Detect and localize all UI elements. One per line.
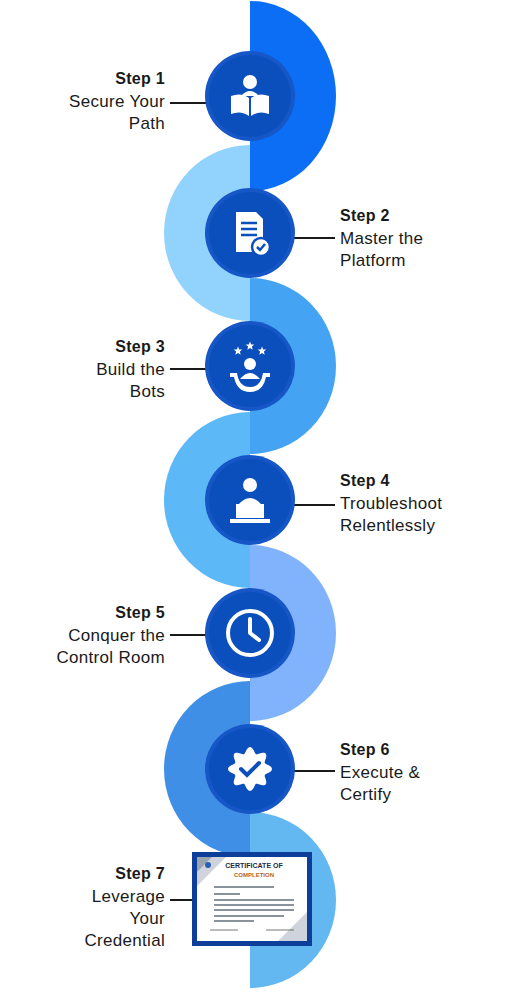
icon-laptop-base [230,519,270,523]
certificate-text-line [214,915,284,917]
circle-ring [205,321,295,411]
step-number: Step 3 [70,335,165,359]
icon-laptop [236,504,264,518]
icon-star [258,347,267,355]
step-label: Step 6Execute & Certify [340,738,445,806]
icon-check-badge [252,238,270,256]
step-circle: Step 2Master the Platform [205,188,295,278]
step-circle: Step 4Troubleshoot Relentlessly [205,455,295,545]
leader-line [294,237,335,239]
icon-book [251,94,269,116]
circle-fill [209,325,291,407]
icon-text-line [241,228,257,231]
icon-gear [230,373,270,392]
node-shape [205,188,295,278]
step-label: Step 4Troubleshoot Relentlessly [340,469,465,537]
leader-line [170,102,206,104]
certificate-text-line [214,899,294,901]
icon-badge [228,747,272,791]
leader-line [170,368,206,370]
certificate-corner [197,857,226,886]
step-number: Step 2 [340,204,452,228]
icon-check [241,763,259,775]
certificate-text: CERTIFICATE OF [225,862,282,870]
step-title: Secure Your Path [53,91,165,135]
leader-line [294,770,335,772]
circle-fill [209,55,291,137]
signature-line [210,930,238,931]
certificate-frame [192,852,312,946]
step-label: Step 5Conquer the Control Room [40,601,165,669]
step-circle: Step 3Build the Bots [205,321,295,411]
circle-ring [205,724,295,814]
step-circle: Step 6Execute & Certify [205,724,295,814]
icon-clock-face [228,611,272,655]
step-circle: Step 5Conquer the Control Room [205,588,295,678]
icon-text-line [241,222,257,225]
circle-fill [209,192,291,274]
icon-shoulders [240,373,260,379]
certificate-text-line [214,904,294,906]
step-number: Step 1 [53,67,165,91]
icon-head [243,75,257,89]
step-title: Conquer the Control Room [40,625,165,669]
certificate-text-line [214,920,254,922]
step-icon [228,747,272,791]
step-number: Step 5 [40,601,165,625]
node-shape [205,321,295,411]
node-shape [205,588,295,678]
leader-line [170,899,193,901]
icon-book [231,94,249,116]
icon-head [244,358,256,370]
certificate-text-line [214,909,294,911]
step-label: Step 1Secure Your Path [53,67,165,135]
step-number: Step 7 [65,862,165,886]
step-title: Execute & Certify [340,762,445,806]
circle-ring [205,51,295,141]
icon-shoulders [238,498,262,505]
icon-text-line [241,234,257,237]
certificate-text-line [214,886,274,888]
icon-head [243,478,257,492]
step-title: Leverage Your Credential [65,886,165,952]
step-icon [231,75,269,116]
node-shape [205,724,295,814]
leader-line [294,504,335,506]
certificate-text: COMPLETION [234,871,274,879]
step-icon [228,611,272,655]
circle-fill [209,459,291,541]
icon-check [257,244,265,250]
step-number: Step 6 [340,738,445,762]
icon-clock-hands [250,619,259,640]
step-icon [236,212,270,256]
step-icon [230,478,270,523]
step-circle: Step 1Secure Your Path [205,51,295,141]
step-label: Step 7Leverage Your Credential [65,862,165,952]
certificate-paper [197,857,307,941]
step-number: Step 4 [340,469,465,493]
circle-fill [209,728,291,810]
leader-line [170,634,206,636]
node-shape [205,455,295,545]
step-icon [230,342,270,393]
circle-ring [205,188,295,278]
step-title: Master the Platform [340,228,452,272]
circle-ring [205,455,295,545]
signature-line [266,930,294,931]
step-title: Troubleshoot Relentlessly [340,493,465,537]
certificate-text-line [214,893,240,895]
step-title: Build the Bots [70,359,165,403]
icon-star [246,342,255,350]
node-shape [205,51,295,141]
circle-ring [205,588,295,678]
step-label: Step 3Build the Bots [70,335,165,403]
certificate-logo [205,862,211,868]
icon-star [234,347,243,355]
certificate-corner [197,857,212,872]
step-label: Step 2Master the Platform [340,204,452,272]
circle-fill [209,592,291,674]
